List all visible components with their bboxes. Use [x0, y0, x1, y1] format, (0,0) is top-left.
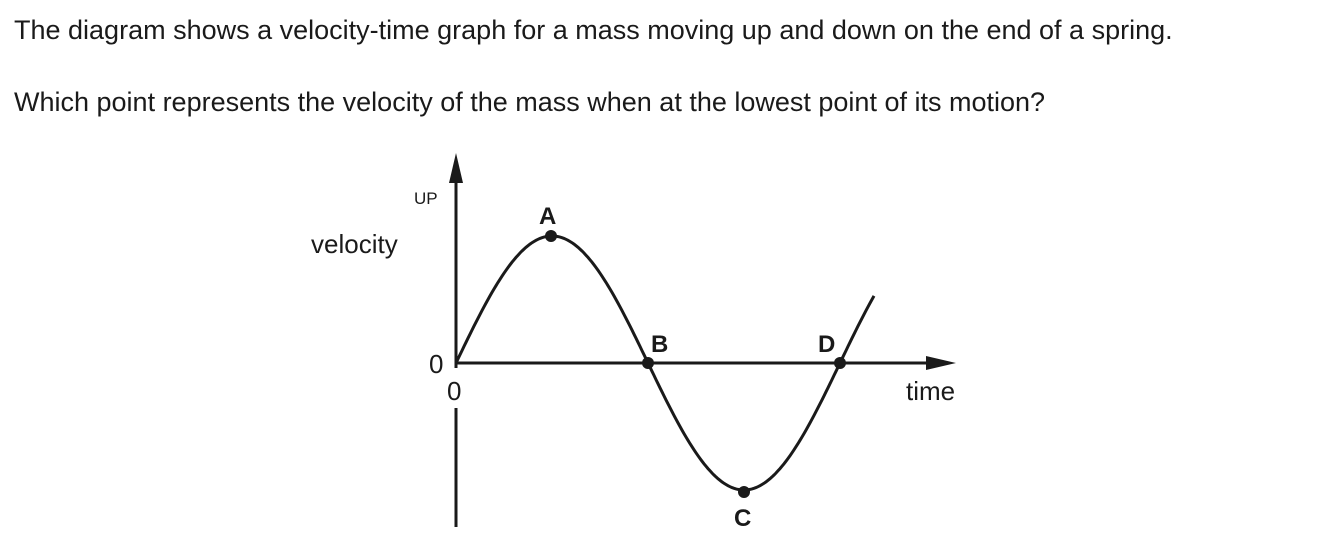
point-d-marker	[834, 357, 846, 369]
y-direction-label: UP	[414, 189, 438, 208]
point-a-marker	[545, 230, 557, 242]
velocity-curve	[454, 234, 876, 492]
point-c-label: C	[734, 505, 751, 532]
point-c-marker	[738, 486, 750, 498]
point-a-label: A	[539, 203, 556, 230]
x-axis-arrowhead	[926, 356, 956, 370]
x-origin-label: 0	[447, 376, 461, 406]
y-axis-label: velocity	[311, 229, 398, 259]
question-line-2: Which point represents the velocity of t…	[14, 87, 1046, 117]
point-b-marker	[642, 357, 654, 369]
y-origin-label: 0	[429, 349, 443, 379]
point-b-label: B	[651, 331, 668, 358]
y-axis-arrowhead	[449, 153, 463, 183]
point-d-label: D	[818, 331, 835, 358]
question-line-1: The diagram shows a velocity-time graph …	[14, 15, 1173, 45]
x-axis-label: time	[906, 376, 955, 406]
